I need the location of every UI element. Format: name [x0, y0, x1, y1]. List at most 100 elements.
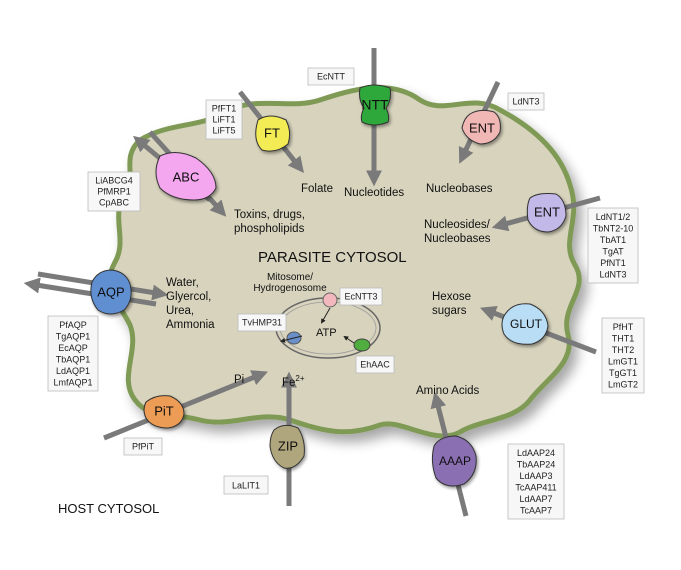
box-ent-line: LdNT3 [599, 270, 626, 280]
box-ldnt3-frame [507, 92, 545, 111]
glut-label: GLUT [510, 317, 543, 331]
box-zip-line: LaLIT1 [232, 481, 260, 491]
ecntt3-transporter [322, 292, 338, 308]
box-ldnt3: LdNT3 [507, 92, 545, 111]
box-aqp-line: EcAQP [58, 343, 88, 353]
box-glut-line: THT2 [612, 345, 635, 355]
box-ent-line: TgAT [602, 247, 624, 257]
ehaac-transporter [353, 338, 371, 352]
box-aqp-line: LdAQP1 [56, 366, 90, 376]
box-tvhmp31-line: TvHMP31 [242, 318, 282, 328]
hexose-label-line1: Hexose [432, 291, 471, 303]
ntt-label: NTT [361, 97, 389, 113]
aqp-transporter: AQP [90, 269, 132, 315]
box-ecntt-line: EcNTT [317, 72, 346, 82]
abc-label: ABC [173, 169, 200, 184]
folate-label: Folate [301, 183, 333, 195]
box-pfft-line: PfFT1 [212, 104, 237, 114]
box-glut-line: PfHT [613, 322, 634, 332]
ntt-transporter: NTT [359, 84, 391, 126]
aaap-transporter: AAAP [431, 435, 477, 487]
pit-transporter: PiT [143, 395, 185, 429]
box-abc-line: LiABCG4 [95, 176, 133, 186]
box-glut-line: LmGT2 [608, 380, 638, 390]
amino-acids-label: Amino Acids [416, 385, 480, 397]
box-ecntt3-line: EcNTT3 [344, 292, 377, 302]
hydrogenosome-label: Hydrogenosome [253, 283, 327, 294]
toxins-label-line1: Toxins, drugs, [234, 209, 305, 221]
box-ehaac: EhAAC [355, 355, 395, 374]
nucleotides-label: Nucleotides [344, 187, 404, 199]
box-aqp-line: TbAQP1 [56, 355, 91, 365]
box-aaap-line: TbAAP24 [517, 460, 556, 470]
box-glut-line: LmGT1 [608, 357, 638, 367]
ent-right-transporter: ENT [526, 193, 567, 233]
toxins-label-line2: phospholipids [234, 223, 305, 235]
box-aqp-frame [47, 315, 99, 392]
water-label: Water, [166, 277, 199, 289]
box-ehaac-frame [355, 355, 395, 374]
transporter-example-boxes: EcNTTLdNT3PfFT1LiFT1LiFT5LiABCG4PfMRP1Cp… [47, 67, 645, 520]
arrow-pit [103, 370, 268, 441]
pi-label: Pi [234, 374, 244, 386]
nucleosides-label-line1: Nucleosides/ [424, 219, 491, 231]
box-aaap-line: TcAAP7 [520, 506, 552, 516]
atp-arrow-ecntt3 [321, 307, 331, 324]
box-ecntt-frame [307, 67, 355, 86]
box-tvhmp31-frame [237, 313, 287, 332]
box-tvhmp31: TvHMP31 [237, 313, 287, 332]
box-aaap-line: TcAAP411 [515, 483, 556, 493]
abc-transporter: ABC [155, 152, 217, 201]
box-zip: LaLIT1 [223, 475, 269, 495]
box-pit-frame [123, 437, 163, 456]
box-abc-frame [87, 171, 141, 212]
parasite-cytosol-label: PARASITE CYTOSOL [258, 249, 407, 266]
fe-label: Fe2+ [282, 374, 305, 389]
box-pfft-line: LiFT1 [212, 115, 235, 125]
fe-superscript: 2+ [295, 374, 304, 383]
aqp-label: AQP [97, 284, 124, 299]
box-aqp-line: PfAQP [59, 320, 87, 330]
box-ldnt3-line: LdNT3 [512, 97, 539, 107]
glut-transporter: GLUT [501, 303, 549, 345]
zip-transporter: ZIP [269, 424, 305, 469]
host-cytosol-label: HOST CYTOSOL [58, 501, 159, 516]
atp-arrow-ehaac [343, 335, 355, 344]
ent-top-label: ENT [469, 120, 495, 135]
pit-label: PiT [154, 403, 174, 418]
fe-text: Fe [282, 377, 295, 389]
box-aqp-line: LmfAQP1 [53, 378, 92, 388]
parasite-cell-membrane [106, 85, 582, 439]
box-glut-line: TgGT1 [609, 368, 637, 378]
box-glut-line: THT1 [612, 334, 635, 344]
ft-transporter: FT [255, 115, 291, 152]
box-aaap-frame [507, 443, 565, 520]
ent-top-transporter: ENT [461, 109, 501, 145]
zip-label: ZIP [278, 438, 298, 453]
box-glut-frame [601, 317, 645, 394]
nucleobases-label: Nucleobases [426, 183, 493, 195]
atp-label: ATP [316, 327, 337, 339]
mitosome-label: Mitosome/ [267, 272, 313, 283]
box-ecntt3-frame [339, 287, 383, 306]
box-zip-frame [223, 475, 269, 495]
box-pit: PfPiT [123, 437, 163, 456]
hexose-label-line2: sugars [432, 305, 467, 317]
ft-label: FT [264, 125, 280, 140]
box-abc-line: PfMRP1 [97, 187, 131, 197]
box-pfft-frame [205, 99, 243, 140]
box-pfft-line: LiFT5 [212, 126, 235, 136]
box-ecntt3: EcNTT3 [339, 287, 383, 306]
box-ehaac-line: EhAAC [360, 360, 390, 370]
nucleosides-label-line2: Nucleobases [424, 233, 491, 245]
glycerol-label: Glyercol, [166, 291, 211, 303]
box-ent-line: TbNT2-10 [593, 224, 634, 234]
aaap-label: AAAP [439, 454, 471, 468]
